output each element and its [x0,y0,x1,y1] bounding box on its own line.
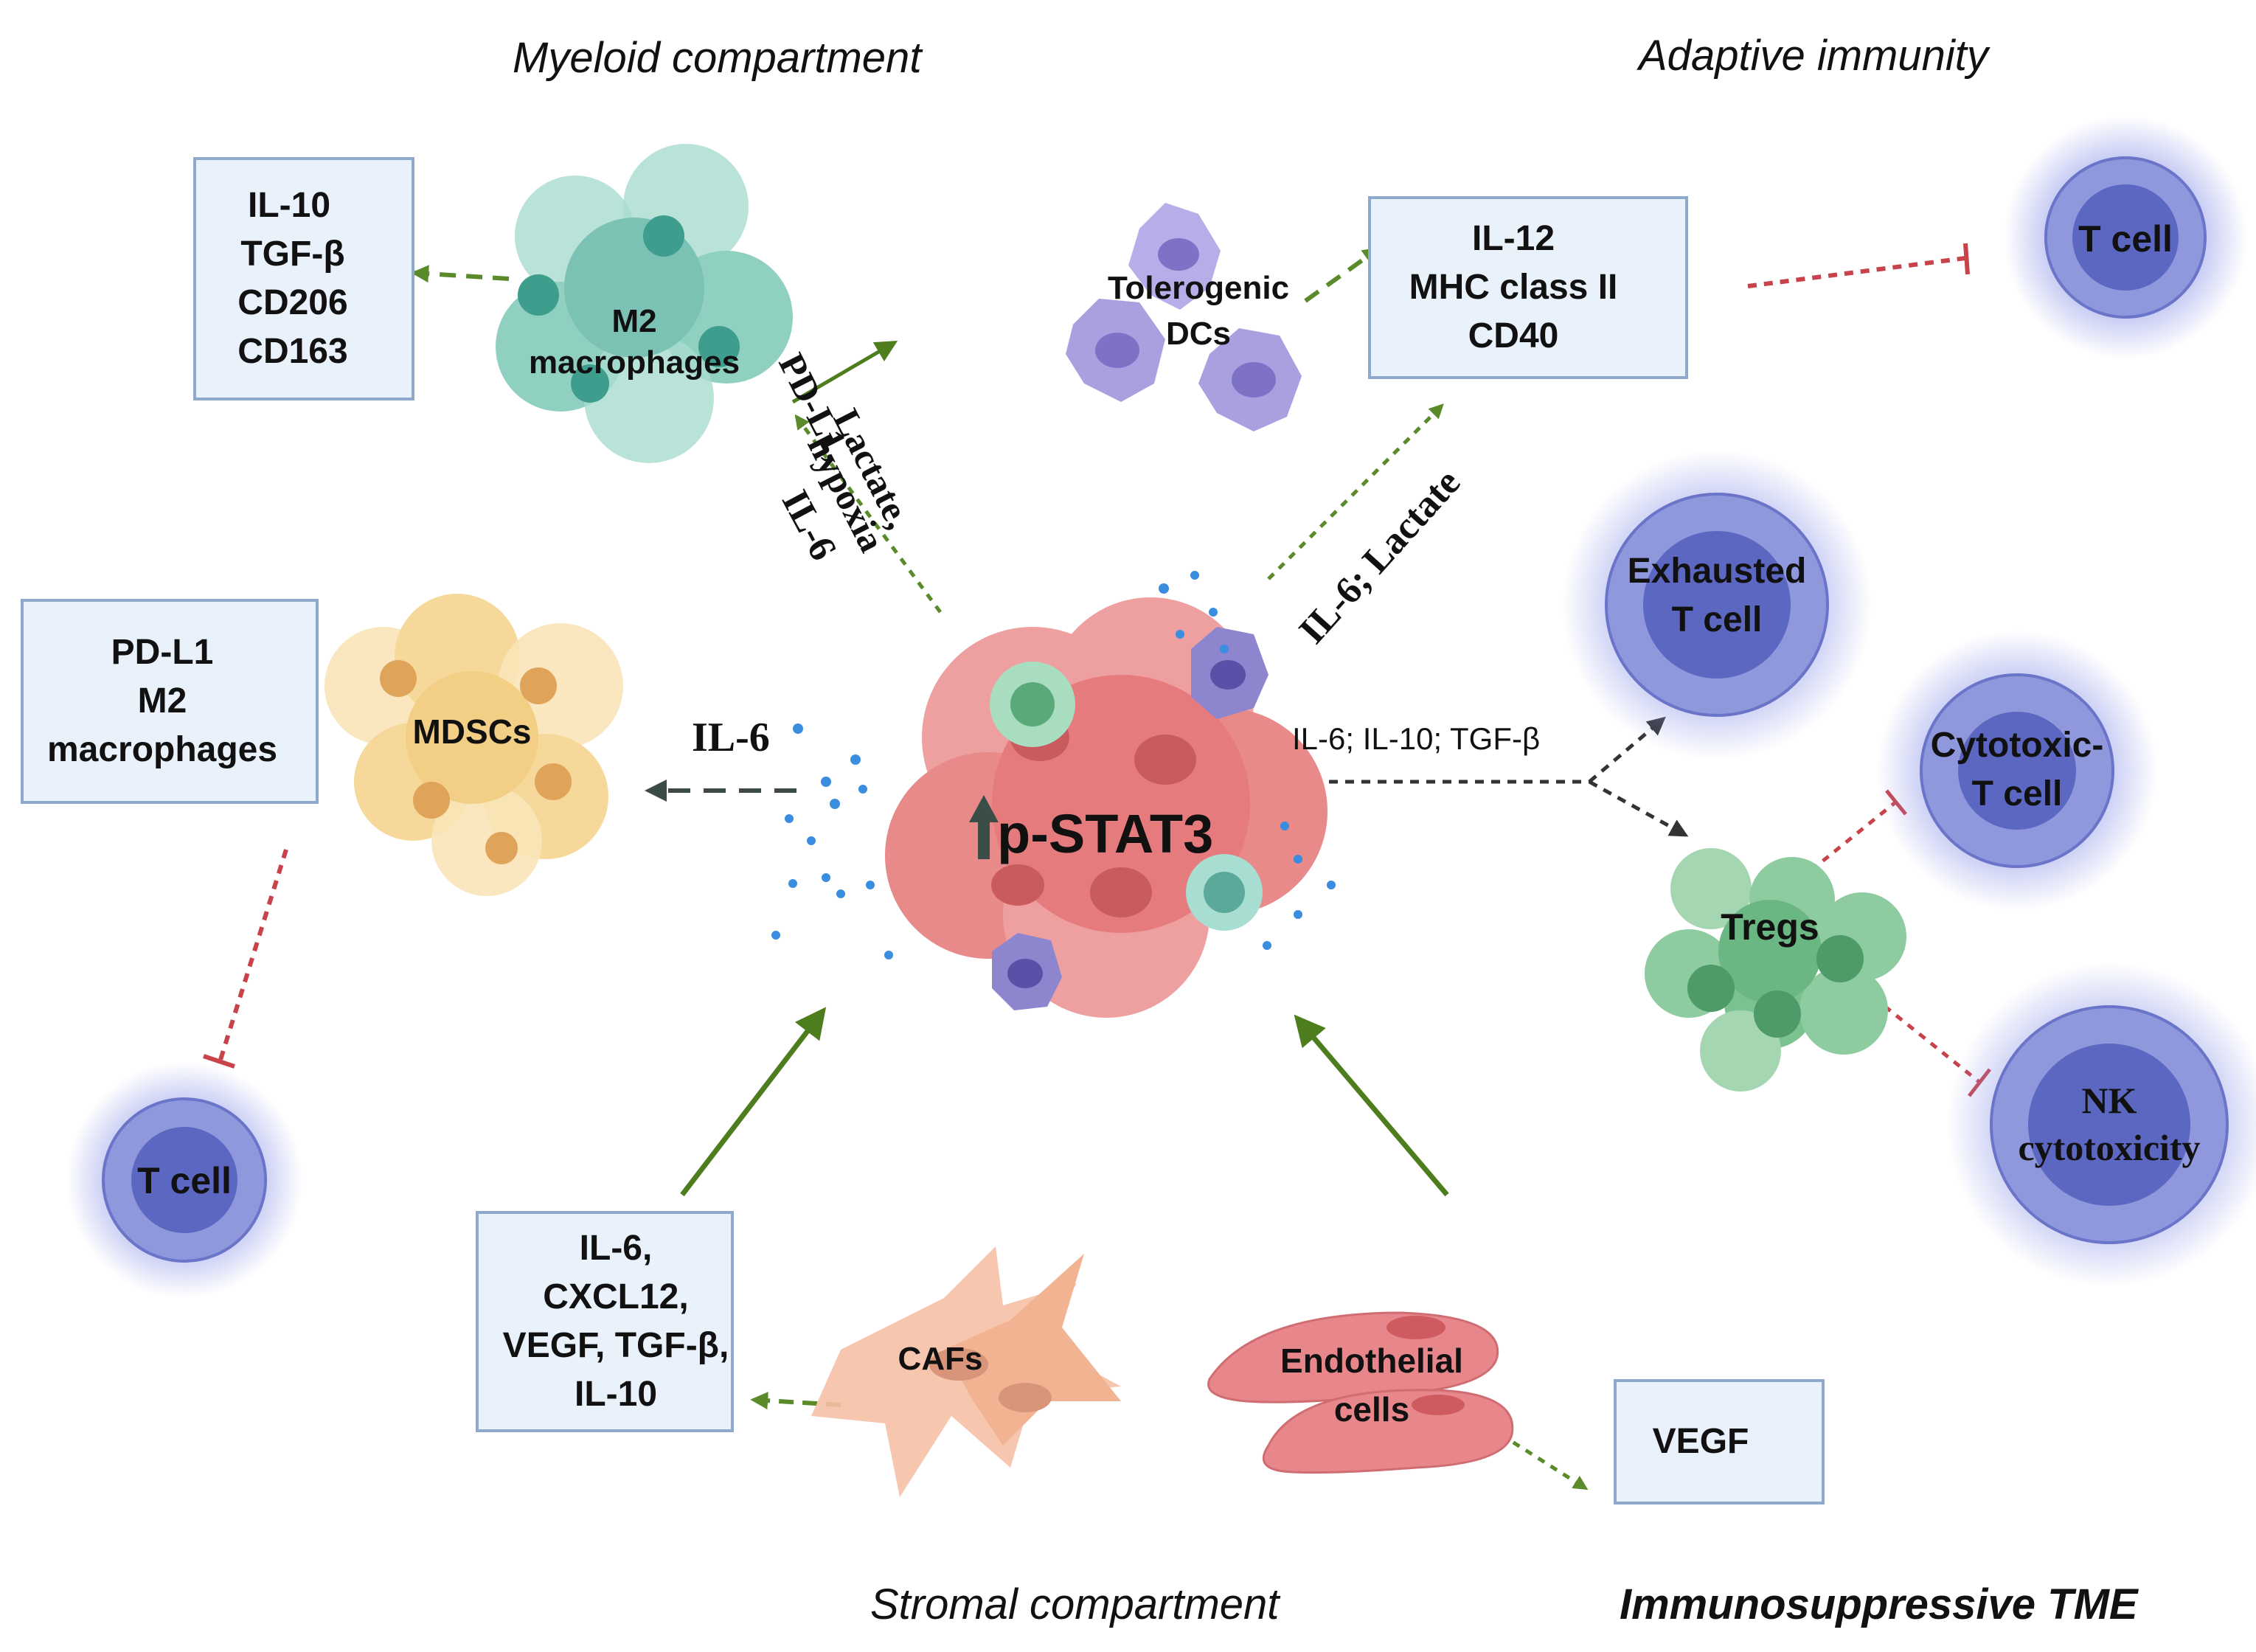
mdsc-marker-box: PD-L1 M2 macrophages [21,599,319,804]
exhausted-label-line2: T cell [1671,600,1763,639]
signal-il6-left: IL-6 [692,715,770,760]
tolerogenic-dc-cluster [1066,203,1302,431]
dc-marker-3: CD40 [1468,316,1559,355]
pstat3-label: p-STAT3 [997,803,1214,864]
heading-myeloid: Myeloid compartment [513,34,922,82]
heading-stromal: Stromal compartment [870,1580,1280,1628]
m2-macrophage-cluster [496,144,793,463]
caf-marker-3: VEGF, TGF-β, [502,1326,729,1365]
heading-adaptive: Adaptive immunity [1639,32,1988,80]
caf-cluster [811,1246,1121,1497]
endothelial-label-line1: Endothelial [1280,1342,1463,1380]
cytotoxic-label-line2: T cell [1971,774,2063,813]
mdsc-label: MDSCs [412,712,532,751]
arrow-il6-to-m2 [794,414,943,614]
tcell-cytotoxic [1877,631,2157,911]
dc-marker-1: IL-12 [1471,219,1555,258]
arrow-endo-to-vegf [1499,1432,1589,1490]
m2-marker-3: CD206 [237,283,348,322]
m2-label: M2 macrophages [509,301,760,384]
mdsc-marker-3: macrophages [46,730,278,769]
arrow-endo-to-tumor [1294,1014,1449,1197]
pstat3-up-arrow [978,819,990,859]
nk-label-line1: NK [2081,1080,2137,1121]
cytotoxic-label: Cytotoxic- T cell [1906,721,2128,819]
caf-marker-2: CXCL12, [543,1277,689,1316]
exhausted-label-line1: Exhausted [1627,552,1807,591]
treg-cluster [1645,848,1906,1092]
m2-marker-2: TGF-β [240,235,345,274]
dc-label: Tolerogenic DCs [1069,266,1327,357]
nk-cell [1947,962,2256,1287]
arrow-pdl1-to-m2 [791,340,898,404]
treg-label: Tregs [1721,906,1819,948]
caf-marker-1: IL-6, [579,1229,653,1268]
dc-label-line2: DCs [1165,316,1232,352]
tcell-left-label: T cell [137,1160,232,1201]
dc-marker-box: IL-12 MHC class II CD40 [1368,196,1688,379]
tcell-top [2004,116,2247,359]
inhibit-dc-to-tcell [1747,243,1970,288]
dc-marker-2: MHC class II [1409,268,1618,307]
mdsc-marker-2: M2 [137,681,187,721]
arrow-il6-lactate-to-dc [1267,403,1444,580]
arrow-m2-to-box [411,265,510,283]
nk-label: NK cytotoxicity [1991,1077,2227,1171]
m2-label-line2: macrophages [528,344,740,381]
arrow-caf-to-tumor [680,1007,827,1197]
caf-marker-4: IL-10 [574,1375,658,1414]
cytokine-dots [771,571,1336,959]
endothelial-cells [1207,1311,1514,1474]
m2-label-line1: M2 [611,303,657,339]
cytotoxic-label-line1: Cytotoxic- [1930,726,2104,765]
m2-marker-1: IL-10 [247,186,331,225]
mdsc-marker-1: PD-L1 [111,633,214,672]
exhausted-label: Exhausted T cell [1606,547,1828,645]
tumor-cluster [885,597,1327,1018]
inhibit-mdsc-to-tcell [203,849,288,1069]
caf-label: CAFs [898,1341,983,1377]
tcell-exhausted [1562,450,1872,760]
m2-marker-4: CD163 [237,332,348,371]
connectors [203,243,1991,1490]
dc-label-line1: Tolerogenic [1107,270,1290,306]
mdsc-cluster [324,594,623,896]
tcell-left [66,1062,302,1298]
endothelial-label-line2: cells [1333,1390,1410,1429]
tcell-top-label: T cell [2078,218,2173,260]
arrow-dc-to-box [1304,247,1381,303]
vegf-marker-1: VEGF [1652,1422,1749,1461]
caf-marker-box: IL-6, CXCL12, VEGF, TGF-β, IL-10 [476,1211,734,1432]
vegf-marker-box: VEGF [1614,1379,1825,1504]
arrow-tumor-to-tcells [1313,716,1689,837]
endothelial-label: Endothelial cells [1254,1336,1490,1434]
signal-il6-il10-tgfb: IL-6; IL-10; TGF-β [1292,721,1541,756]
nk-label-line2: cytotoxicity [2018,1127,2201,1168]
m2-marker-box: IL-10 TGF-β CD206 CD163 [193,157,414,400]
heading-tme: Immunosuppressive TME [1620,1580,2138,1628]
